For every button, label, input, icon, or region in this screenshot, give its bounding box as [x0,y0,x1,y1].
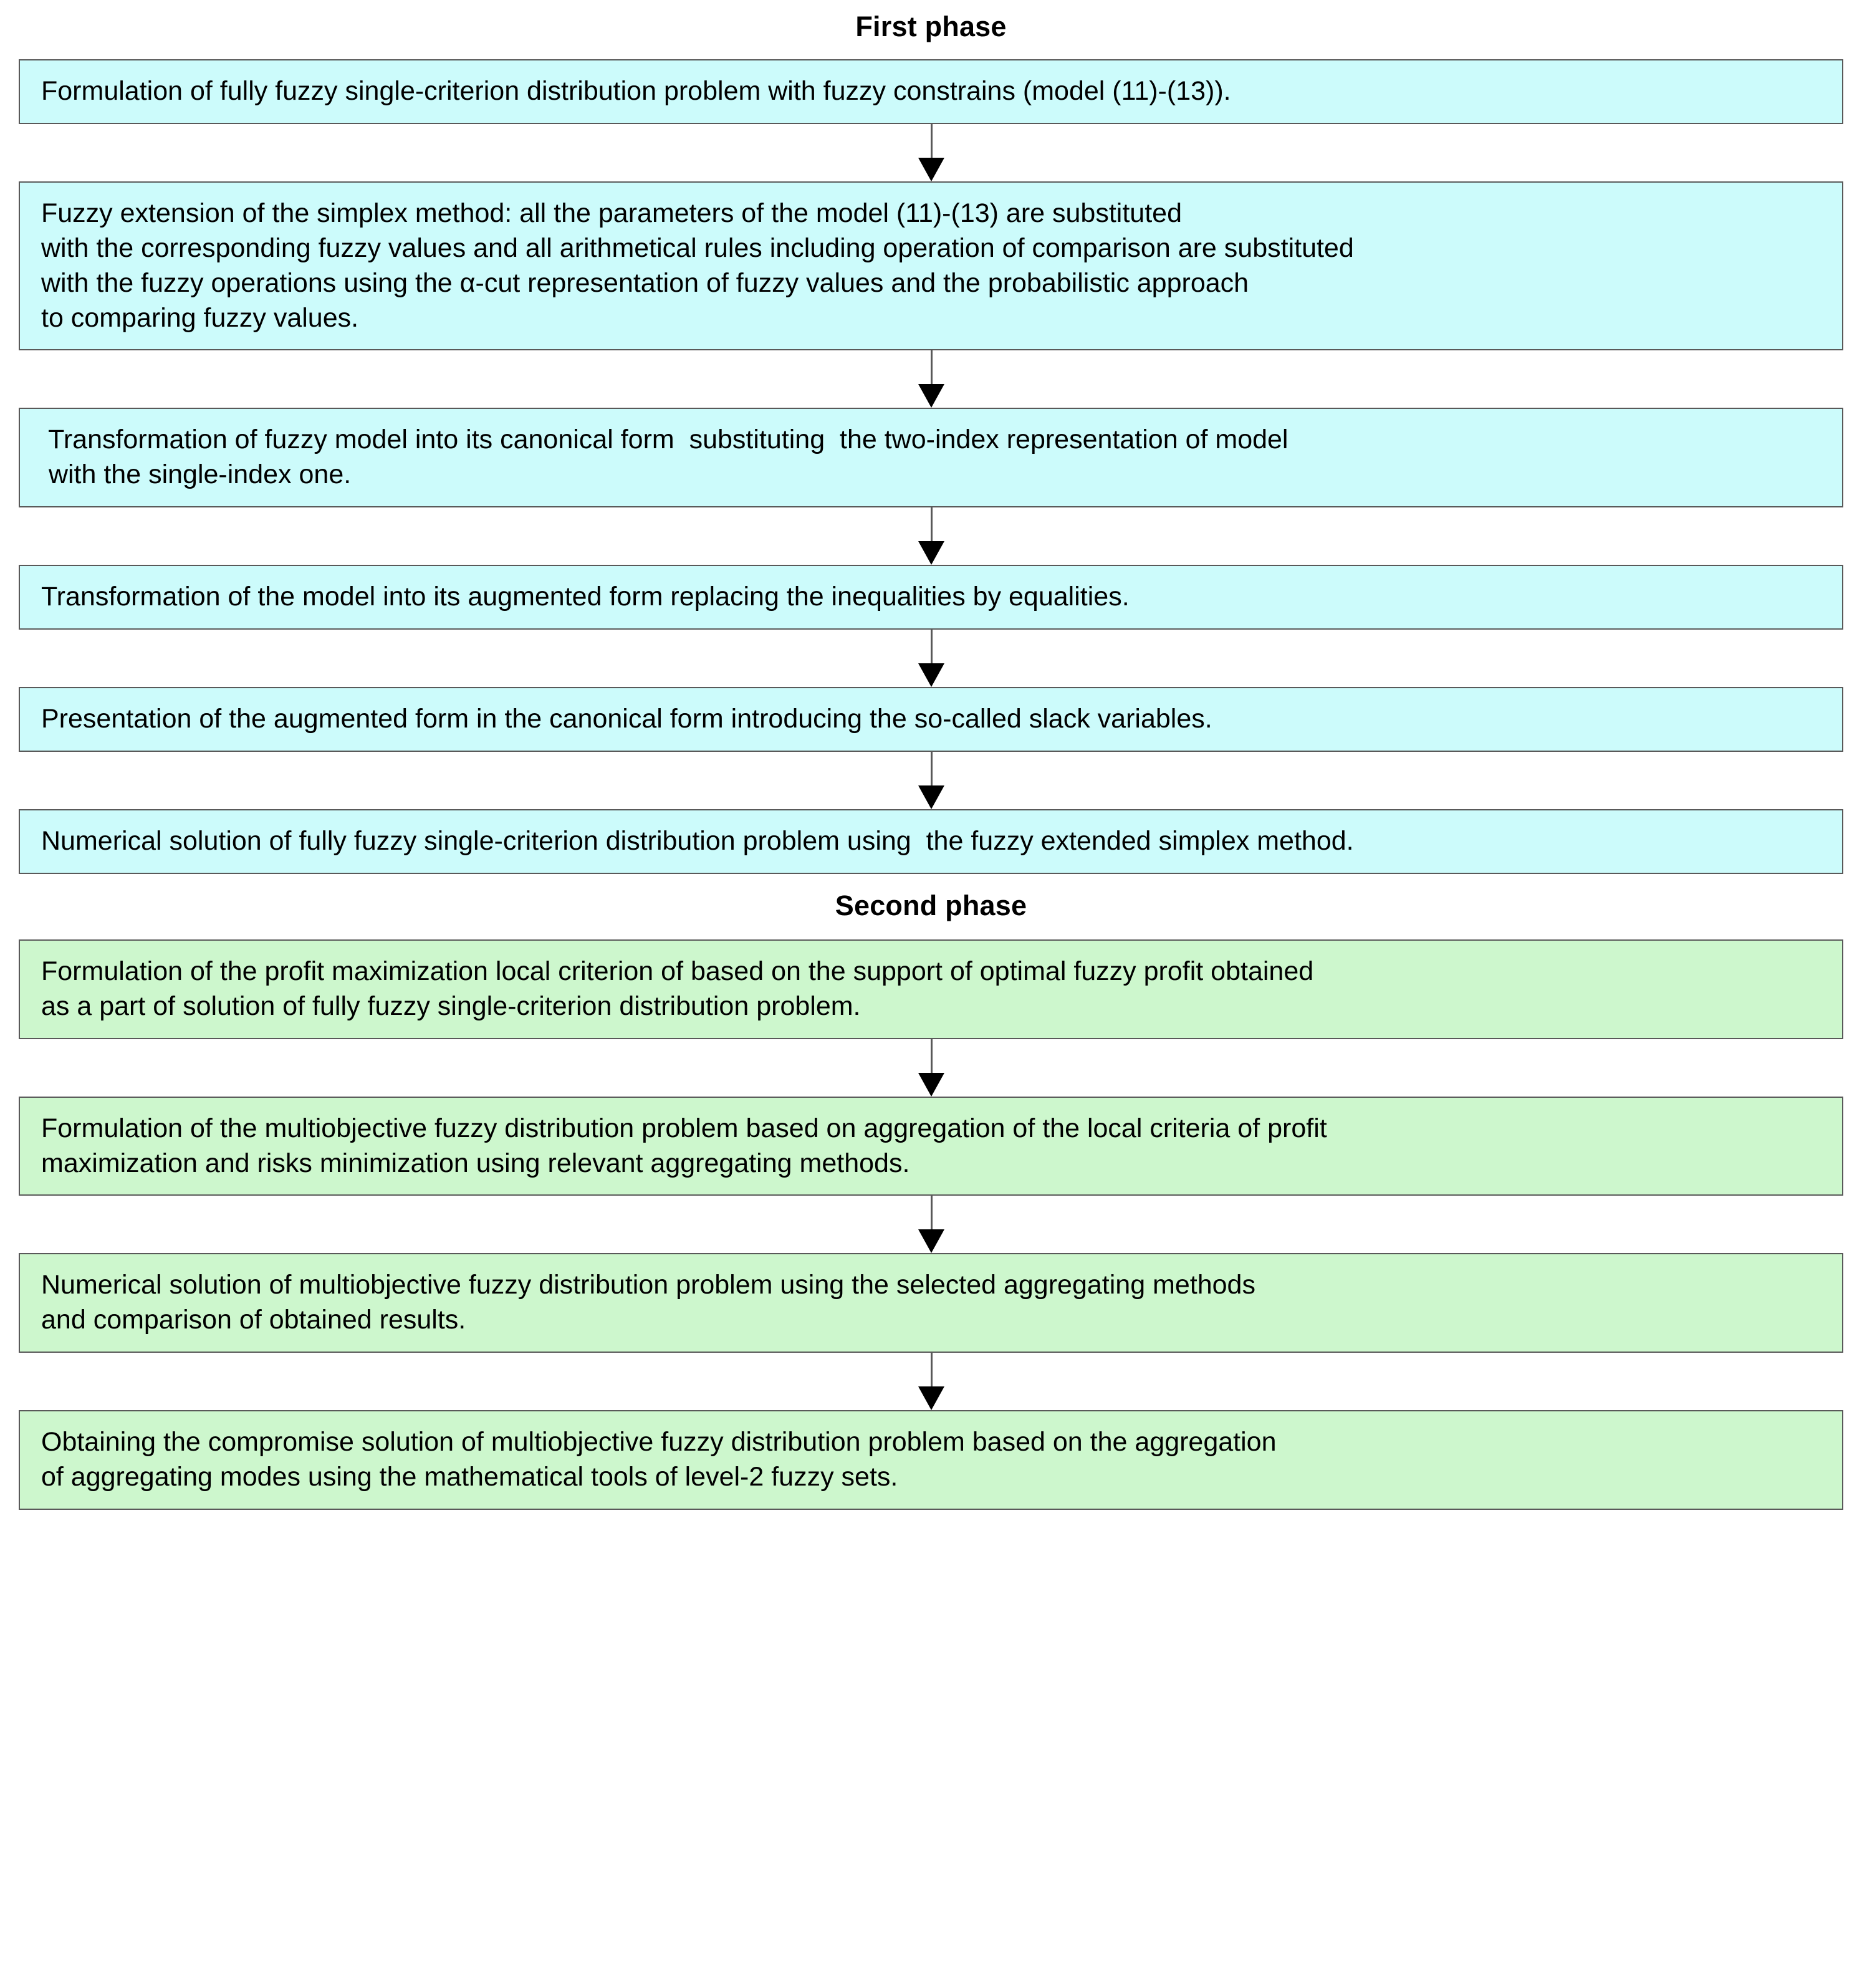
flow-node-8-line-2: maximization and risks minimization usin… [41,1148,910,1178]
flow-node-10: Obtaining the compromise solution of mul… [19,1410,1843,1510]
flow-node-8: Formulation of the multiobjective fuzzy … [19,1096,1843,1196]
flow-node-2-line-2: with the corresponding fuzzy values and … [41,233,1354,263]
arrow-head-icon [918,541,944,565]
flow-node-2-line-3: with the fuzzy operations using the α-cu… [41,267,1249,298]
arrow-head-icon [918,1072,944,1097]
flow-node-6-line-1: Numerical solution of fully fuzzy single… [41,826,1354,857]
flow-node-5: Presentation of the augmented form in th… [19,687,1843,752]
flow-node-9-line-2: and comparison of obtained results. [41,1305,466,1335]
flow-node-4-line-1: Transformation of the model into its aug… [41,582,1130,612]
arrow-head-icon [918,157,944,181]
connector-7-8 [19,1039,1843,1097]
flow-node-8-line-1: Formulation of the multiobjective fuzzy … [41,1113,1327,1143]
connector-stem [930,630,933,669]
connector-stem [930,507,933,547]
flow-node-7-line-2: as a part of solution of fully fuzzy sin… [41,991,861,1021]
flow-node-7-line-1: Formulation of the profit maximization l… [41,956,1314,986]
flow-node-10-line-1: Obtaining the compromise solution of mul… [41,1427,1277,1457]
phase-title-first: First phase [855,11,1007,42]
flow-node-2: Fuzzy extension of the simplex method: a… [19,181,1843,351]
flow-node-10-line-2: of aggregating modes using the mathemati… [41,1462,898,1492]
flow-node-6: Numerical solution of fully fuzzy single… [19,809,1843,874]
connector-1-2 [19,123,1843,181]
connector-stem [930,1196,933,1235]
flow-node-3-line-1: Transformation of fuzzy model into its c… [41,425,1289,455]
flow-node-2-line-4: to comparing fuzzy values. [41,302,359,333]
arrow-head-icon [918,663,944,688]
connector-stem [930,1039,933,1078]
arrow-head-icon [918,1386,944,1411]
connector-5-6 [19,752,1843,810]
connector-stem [930,1353,933,1392]
phase-title-second: Second phase [835,889,1027,921]
flow-node-2-line-1: Fuzzy extension of the simplex method: a… [41,198,1182,228]
connector-3-4 [19,507,1843,565]
connector-4-5 [19,630,1843,688]
connector-8-9 [19,1196,1843,1254]
connector-stem [930,350,933,390]
connector-2-3 [19,350,1843,408]
flow-node-1: Formulation of fully fuzzy single-criter… [19,59,1843,124]
flow-node-1-line-1: Formulation of fully fuzzy single-criter… [41,76,1231,106]
flow-node-4: Transformation of the model into its aug… [19,565,1843,630]
arrow-head-icon [918,785,944,810]
connector-9-10 [19,1353,1843,1411]
connector-stem [930,752,933,791]
arrow-head-icon [918,384,944,408]
flow-node-9: Numerical solution of multiobjective fuz… [19,1253,1843,1353]
flow-node-3-line-2: with the single-index one. [41,459,352,490]
flow-node-3: Transformation of fuzzy model into its c… [19,408,1843,508]
connector-stem [930,123,933,163]
flow-node-7: Formulation of the profit maximization l… [19,939,1843,1039]
arrow-head-icon [918,1229,944,1254]
flow-node-9-line-1: Numerical solution of multiobjective fuz… [41,1270,1255,1300]
flow-node-5-line-1: Presentation of the augmented form in th… [41,704,1212,734]
